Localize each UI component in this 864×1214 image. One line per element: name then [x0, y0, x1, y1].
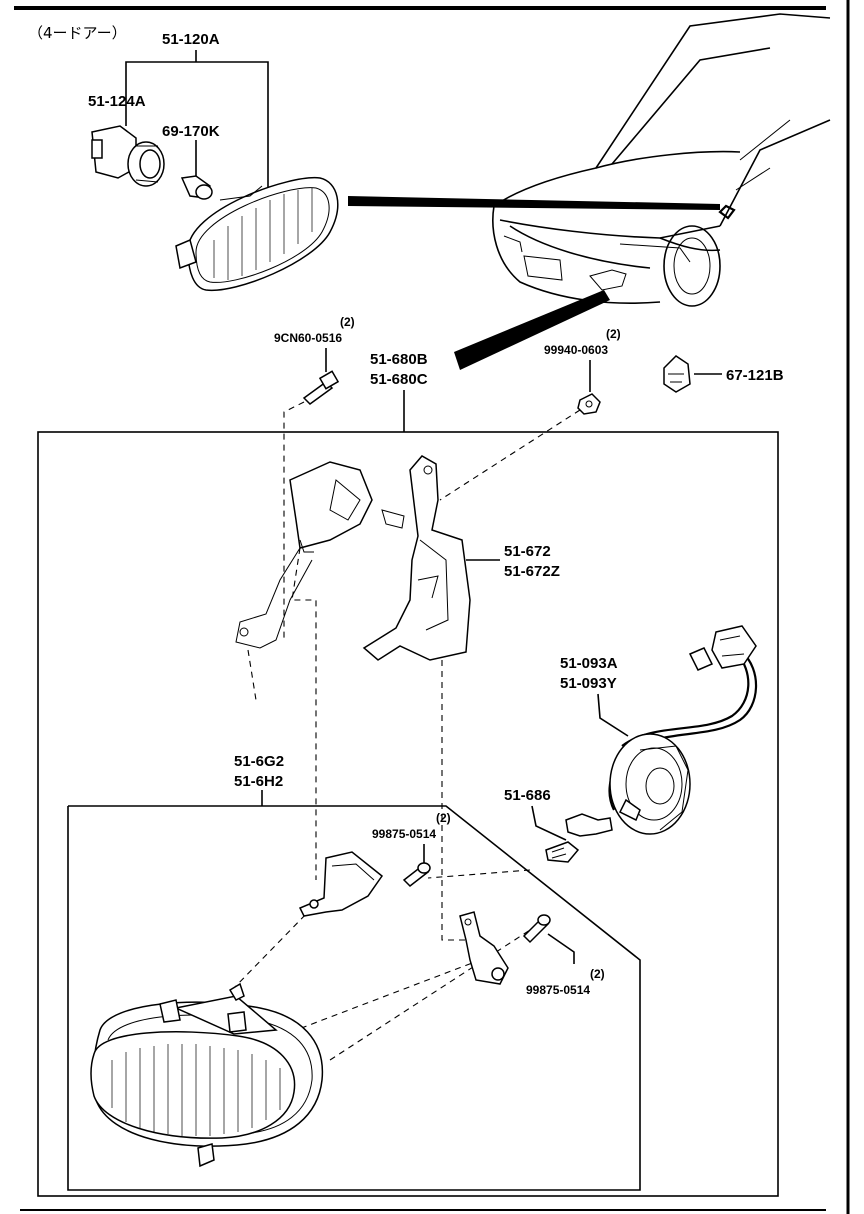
- assembly-line-bolt: [283, 401, 305, 640]
- fog-lamp-unit-box: [67, 805, 641, 1191]
- leader-51-093A: [597, 693, 629, 737]
- label-99940-qty: (2): [606, 327, 621, 341]
- leader-51-120A: [125, 61, 269, 190]
- pointer-fog-lamp: [454, 290, 610, 370]
- fog-lamp-harness: [608, 625, 758, 835]
- label-51-6G2[interactable]: 51-6G2: [234, 753, 284, 770]
- fog-lamp-body: [90, 982, 324, 1168]
- label-51-672Z[interactable]: 51-672Z: [504, 563, 560, 580]
- label-51-686[interactable]: 51-686: [504, 787, 551, 804]
- fog-bulb-51-686: [545, 813, 613, 863]
- screw-99875-0514-lower: [522, 914, 551, 944]
- connector-clip-67-121B: [663, 355, 691, 393]
- label-99875-0514-upper[interactable]: 99875-0514: [372, 827, 436, 841]
- label-99875b-qty: (2): [590, 967, 605, 981]
- label-99875a-qty: (2): [436, 811, 451, 825]
- label-51-680C[interactable]: 51-680C: [370, 371, 428, 388]
- label-99940-0603[interactable]: 99940-0603: [544, 343, 608, 357]
- label-51-093Y[interactable]: 51-093Y: [560, 675, 617, 692]
- nut-99940-0603: [577, 393, 601, 415]
- label-51-672[interactable]: 51-672: [504, 543, 551, 560]
- fog-lamp-assembly-box: [37, 431, 779, 1197]
- leader-51-686: [531, 805, 567, 841]
- label-9CN60-qty: (2): [340, 315, 355, 329]
- label-67-121B[interactable]: 67-121B: [726, 367, 784, 384]
- fog-lamp-bracket-upper: [298, 851, 384, 917]
- side-marker-lamp-group: 51-120A 51-124A 69-170K: [88, 31, 339, 292]
- label-51-093A[interactable]: 51-093A: [560, 655, 618, 672]
- label-9CN60-0516[interactable]: 9CN60-0516: [274, 331, 342, 345]
- label-51-680B[interactable]: 51-680B: [370, 351, 428, 368]
- variant-label: （4ードアー）: [28, 24, 127, 42]
- label-99875-0514-lower[interactable]: 99875-0514: [526, 983, 590, 997]
- label-69-170K[interactable]: 69-170K: [162, 123, 220, 140]
- side-marker-lens: [175, 176, 339, 292]
- vehicle-outline: [492, 13, 831, 307]
- bracket-51-672: [235, 455, 471, 661]
- label-51-124A[interactable]: 51-124A: [88, 93, 146, 110]
- pointer-side-marker: [348, 196, 720, 210]
- label-51-6H2[interactable]: 51-6H2: [234, 773, 283, 790]
- bulb-socket: [91, 125, 165, 187]
- bolt-9CN60-0516: [302, 370, 340, 405]
- wedge-bulb: [180, 175, 213, 200]
- fog-lamp-bracket-lower: [459, 911, 509, 985]
- screw-99875-0514-upper: [402, 862, 431, 887]
- label-51-120A[interactable]: 51-120A: [162, 31, 220, 48]
